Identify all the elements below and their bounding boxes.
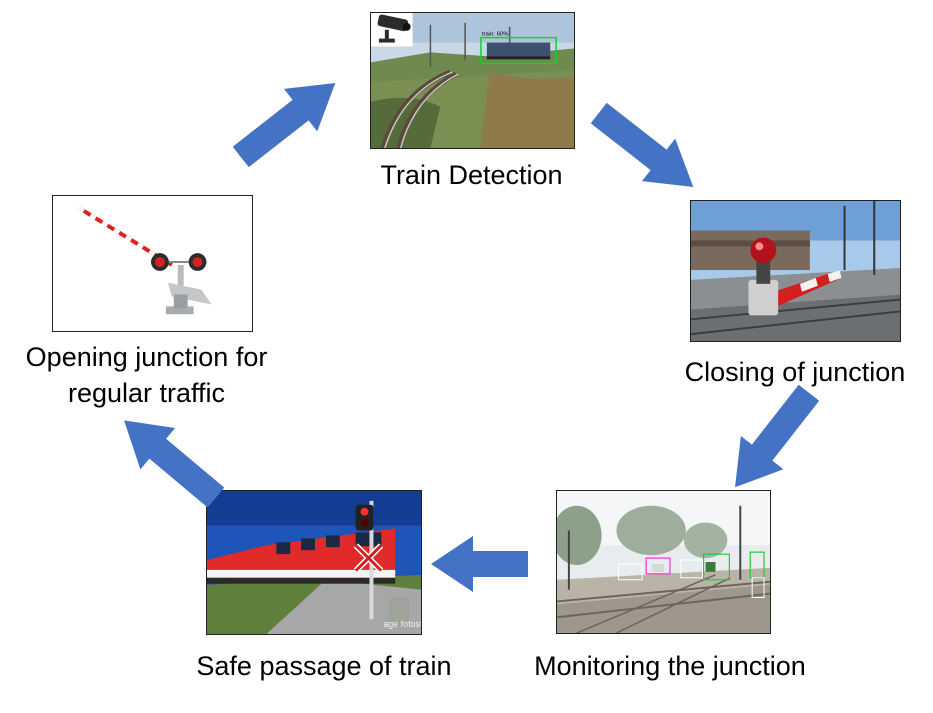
step-label-safe-passage: Safe passage of train	[196, 651, 452, 681]
detection-tag: train: 60%	[482, 32, 509, 38]
step-label-opening-line2: regular traffic	[67, 378, 226, 408]
arrow-closing-to-monitoring	[714, 376, 830, 504]
arrow-monitoring-to-passage	[431, 536, 528, 592]
arrow-shape	[735, 384, 820, 488]
train-detection-image: train: 60%	[370, 12, 575, 149]
arrow-shape	[431, 536, 528, 592]
step-label-opening-line1: Opening junction for	[25, 342, 268, 372]
arrow-shape	[590, 102, 694, 187]
arrow-detection-to-closing	[582, 92, 710, 208]
step-label-closing-junction: Closing of junction	[684, 357, 906, 387]
arrow-passage-to-opening	[107, 400, 234, 519]
photo-watermark: age fotostock	[383, 619, 421, 629]
arrow-opening-to-detection	[224, 62, 352, 178]
step-label-train-detection: Train Detection	[380, 160, 563, 190]
step-label-monitoring-junction: Monitoring the junction	[534, 651, 806, 681]
opening-junction-image	[52, 195, 253, 332]
arrow-shape	[124, 420, 225, 508]
arrow-shape	[232, 83, 336, 168]
closing-junction-image	[690, 200, 901, 342]
safe-passage-image: age fotostock	[206, 490, 422, 635]
monitoring-junction-image	[556, 490, 771, 634]
step-label-opening-junction: Opening junction for regular traffic	[0, 339, 293, 411]
